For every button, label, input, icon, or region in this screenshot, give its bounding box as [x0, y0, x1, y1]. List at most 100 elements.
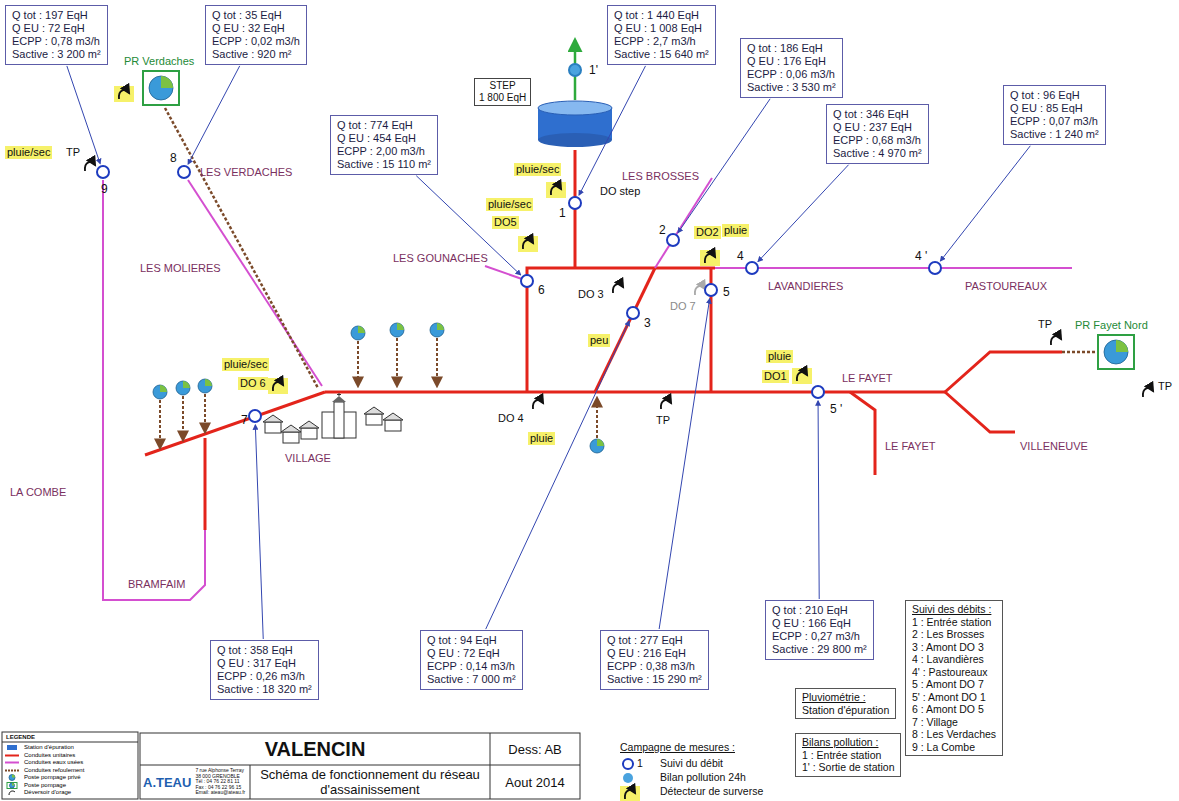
legend-text: Poste pompage	[24, 782, 66, 790]
node-text: Bilans pollution :	[802, 736, 894, 749]
pipe	[1062, 351, 1096, 354]
node-text: Sactive : 15 290 m²	[607, 673, 702, 686]
overflow-name: DO 3	[578, 288, 604, 301]
measure-callout: Q tot : 358 EqHQ EU : 317 EqHECPP : 0,26…	[210, 640, 319, 700]
legend-sample	[4, 744, 20, 751]
overflow-detector	[620, 786, 640, 801]
measure-callout: Q tot : 94 EqHQ EU : 72 EqHECPP : 0,14 m…	[420, 630, 523, 690]
callout-number: 8	[170, 152, 177, 165]
legend-row: Déversoir d'orage	[4, 789, 136, 797]
pipe	[715, 267, 1072, 269]
node-text: Sactive : 3 530 m²	[747, 81, 836, 94]
flow-meter-point: 7	[248, 409, 262, 423]
node-text: Sactive : 4 970 m²	[833, 147, 922, 160]
pipe	[103, 180, 205, 600]
legend-text: Conduites eaux usées	[24, 759, 83, 767]
leader-arrow	[678, 99, 770, 233]
node-text: Q tot : 35 EqH	[212, 9, 300, 22]
legend-row: Conduites refoulement	[4, 767, 136, 775]
node-text: Schéma de fonctionnement du réseau d'ass…	[253, 767, 487, 797]
callout-number: 4 '	[915, 250, 927, 263]
overflow-type-tag: peu	[588, 334, 610, 347]
treatment-plant-label: STEP1 800 EqH	[474, 78, 531, 106]
node-text: 1' : Sortie de station	[802, 761, 894, 774]
node-text: Suivi des débits :	[912, 603, 996, 616]
node-text: Q EU : 85 EqH	[1010, 102, 1099, 115]
place-name: LA COMBE	[10, 486, 66, 499]
callout-number: 6	[538, 284, 545, 297]
node-text: 1 800 EqH	[479, 92, 526, 104]
node-text: Sactive : 18 320 m²	[217, 683, 312, 696]
place-name: BRAMFAIM	[128, 578, 185, 591]
legend-sample	[4, 759, 20, 766]
node-text: Q tot : 96 EqH	[1010, 89, 1099, 102]
node-text: Sactive : 15 640 m²	[614, 48, 709, 61]
callout-number: 1'	[589, 64, 598, 77]
leader-arrow	[659, 299, 710, 629]
pipe	[145, 392, 325, 455]
overflow-name: DO 4	[498, 412, 524, 425]
pipe	[165, 108, 318, 388]
node-text: Q tot : 210 EqH	[772, 604, 867, 617]
private-pump	[351, 326, 365, 386]
node-text: Q EU : 176 EqH	[747, 55, 836, 68]
legend-sample	[4, 752, 20, 759]
measure-callout: Q tot : 277 EqHQ EU : 216 EqHECPP : 0,38…	[600, 630, 709, 690]
overflow-type-tag: pluie/sec	[222, 358, 269, 371]
legend-row: Conduites eaux usées	[4, 759, 136, 767]
private-pump	[198, 379, 212, 432]
private-pump	[590, 398, 604, 453]
callout-number: 5 '	[830, 403, 842, 416]
node-text: Q tot : 358 EqH	[217, 644, 312, 657]
station-name: PR Verdaches	[124, 55, 194, 68]
info-panel: Pluviométrie :Station d'épuration	[795, 688, 896, 719]
callout-number: 1	[637, 757, 643, 770]
measure-callout: Q tot : 346 EqHQ EU : 237 EqHECPP : 0,68…	[826, 104, 929, 164]
legend-sample	[4, 782, 20, 789]
callout-number: 1	[559, 207, 566, 220]
pipe	[527, 268, 715, 392]
legend-heading: LEGENDE	[6, 734, 35, 741]
node-text: 1 : Entrée station	[912, 616, 996, 629]
overflow-name: DO2	[694, 226, 721, 239]
node-text: 5 : Amont DO 7	[912, 678, 996, 691]
callout-number: 5	[723, 286, 730, 299]
overflow-detector	[1051, 336, 1061, 345]
overflow-detector	[613, 284, 623, 293]
legend-text: Détecteur de surverse	[660, 785, 763, 798]
legend-row: Poste pompage	[4, 782, 136, 790]
legend-heading: Campagne de mesures :	[620, 741, 735, 754]
title: VALENCIN	[265, 738, 366, 761]
legend-sample	[4, 774, 20, 781]
callout-number: 9	[101, 183, 108, 196]
pipe	[204, 438, 207, 530]
flow-meter-point: 9	[96, 165, 110, 179]
flow-meter-point: 4	[745, 261, 759, 275]
place-name: LES MOLIERES	[140, 262, 221, 275]
callout-number: 7	[241, 414, 248, 427]
overflow-name: DO 7	[670, 300, 696, 313]
node-text: Station d'épuration	[802, 704, 889, 717]
overflow-detector	[1143, 388, 1153, 397]
flow-meter-point: 6	[520, 274, 534, 288]
info-panel: Suivi des débits :1 : Entrée station2 : …	[905, 600, 1003, 756]
place-name: LE FAYET	[842, 372, 893, 385]
node-text: ECPP : 0,38 m3/h	[607, 660, 702, 673]
legend-text: Suivi du débit	[660, 757, 723, 770]
title-block-heading: VALENCIN	[140, 733, 490, 765]
node-text: Q tot : 186 EqH	[747, 42, 836, 55]
node-text: Q tot : 774 EqH	[337, 119, 431, 132]
node-text: Pluviométrie :	[802, 691, 889, 704]
node-text: Sactive : 3 200 m²	[12, 48, 101, 61]
pipe	[485, 266, 522, 279]
overflow-detector	[546, 182, 566, 198]
station-name: PR Fayet Nord	[1075, 319, 1148, 332]
flow-meter-point: 5 '	[811, 385, 825, 399]
overflow-type-tag: pluie/sec	[486, 198, 533, 211]
leader-arrow	[255, 425, 263, 639]
overflow-type-tag: pluie	[722, 224, 749, 237]
overflow-type-tag: pluie	[528, 432, 555, 445]
private-pump	[430, 323, 444, 386]
node-text: 4' : Pastoureaux	[912, 666, 996, 679]
title-block-cell: Schéma de fonctionnement du réseau d'ass…	[250, 765, 490, 799]
